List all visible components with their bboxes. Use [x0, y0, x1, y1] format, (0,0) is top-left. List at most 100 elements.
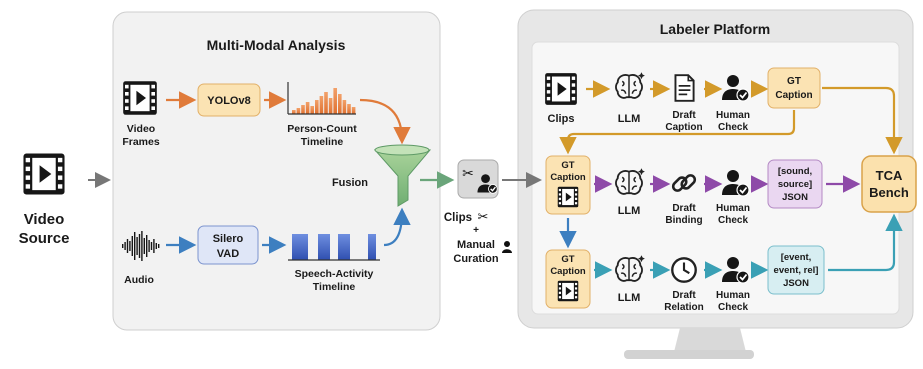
person-count-bar: [310, 106, 314, 114]
waveform-bar: [129, 241, 131, 251]
row3-out-line1: [event,: [781, 252, 812, 263]
video-frames-line1: Video: [127, 123, 155, 135]
analysis-title: Multi-Modal Analysis: [207, 37, 346, 53]
row1-human-line2: Check: [718, 122, 748, 133]
waveform-bar: [143, 238, 145, 254]
waveform-bar: [131, 236, 133, 256]
row2-json-box: [767, 159, 823, 209]
person-count-bar: [351, 107, 356, 114]
row3-gt-caption-box: [545, 249, 591, 309]
arrow-row1-to-bench: [822, 86, 903, 155]
row1-draft-line2: Caption: [665, 122, 702, 133]
person-icon-head: [504, 241, 510, 247]
speech-activity-segment: [368, 234, 376, 260]
person-count-bar: [296, 108, 301, 114]
waveform-bar: [146, 235, 148, 257]
person-count-bar: [301, 105, 305, 114]
arrow-count-to-fusion: [359, 98, 411, 145]
person-count-bar: [347, 104, 351, 114]
row2-human-line2: Check: [718, 215, 748, 226]
person-count-bar: [305, 102, 310, 114]
row2-gt-caption-box: [545, 155, 591, 215]
funnel-top: [374, 144, 430, 156]
video-frames-line2: Frames: [122, 136, 160, 148]
speech-activity-timeline-chart: [292, 234, 376, 260]
video-source-film-icon: [23, 153, 65, 195]
arrow-row1-to-row2: [559, 110, 796, 155]
row1-clips-label: Clips: [548, 113, 575, 125]
person-icon-body: [502, 249, 512, 253]
waveform-bar: [122, 244, 124, 248]
arrow-row3-to-bench: [828, 213, 903, 272]
person-count-bar: [292, 110, 296, 114]
waveform-bar: [136, 237, 138, 255]
row1-gt-caption-box: [767, 67, 821, 109]
vad-box: [197, 225, 259, 265]
speech-activity-segment: [338, 234, 350, 260]
row3-json-box: [767, 245, 825, 295]
row3-gt-line1: GT: [561, 254, 574, 265]
row1-human-line1: Human: [716, 110, 750, 121]
audio-label: Audio: [124, 274, 154, 286]
row1-draft-line1: Draft: [672, 110, 696, 121]
row2-draft-line2: Binding: [665, 215, 702, 226]
person-count-bar: [324, 92, 328, 114]
row3-draft-line1: Draft: [672, 290, 696, 301]
row3-clock-icon: [671, 257, 697, 283]
row2-out-line3: JSON: [782, 192, 808, 203]
tca-bench-box: [861, 155, 917, 213]
row2-human-line1: Human: [716, 203, 750, 214]
monitor-stand: [674, 328, 746, 352]
speech-line1: Speech-Activity: [295, 268, 374, 280]
waveform-bar: [126, 239, 129, 253]
person-count-line1: Person-Count: [287, 123, 357, 135]
waveform-bar: [155, 243, 157, 249]
vad-line2: VAD: [217, 248, 239, 260]
funnel-icon: [373, 149, 432, 207]
row1-gt-line2: Caption: [775, 90, 812, 101]
video-source-line1: Video: [24, 211, 65, 228]
row3-out-line2: event, rel]: [774, 265, 819, 276]
row2-draft-line1: Draft: [672, 203, 696, 214]
person-count-bar: [319, 96, 324, 114]
person-count-line2: Timeline: [301, 136, 344, 148]
scissors-icon: ✂: [462, 166, 474, 182]
video-frames-film-icon: [123, 81, 157, 115]
row2-out-line1: [sound,: [778, 166, 812, 177]
curation-plus: +: [473, 225, 479, 236]
speech-activity-segment: [292, 234, 308, 260]
speech-line2: Timeline: [313, 281, 356, 293]
row1-document-icon: [674, 74, 695, 102]
row2-gt-line2: Caption: [550, 172, 586, 183]
speech-activity-segment: [318, 234, 330, 260]
row2-gt-line1: GT: [561, 160, 574, 171]
person-count-bar: [315, 100, 319, 114]
row3-out-line3: JSON: [783, 278, 809, 289]
waveform-bar: [124, 242, 126, 250]
platform-title: Labeler Platform: [660, 21, 770, 37]
waveform-bar: [134, 232, 136, 260]
arrow-speech-to-fusion: [383, 207, 411, 247]
person-count-timeline-chart: [292, 88, 356, 114]
monitor-base: [624, 350, 754, 359]
waveform-bar: [150, 242, 153, 250]
person-count-bar: [328, 98, 333, 114]
yolo-box: [197, 83, 261, 117]
row3-film-icon: [557, 280, 579, 302]
scissors-small-icon: ✂: [478, 210, 489, 225]
row3-human-line1: Human: [716, 290, 750, 301]
row1-clips-film-icon: [545, 73, 577, 105]
vad-line1: Silero: [213, 233, 244, 245]
row3-gt-line2: Caption: [550, 266, 586, 277]
waveform-bar: [138, 234, 141, 258]
row3-draft-line2: Relation: [664, 302, 703, 313]
video-source-line2: Source: [19, 230, 70, 247]
waveform-icon: [122, 231, 160, 261]
waveform-bar: [148, 240, 150, 252]
waveform-bar: [141, 231, 143, 261]
waveform-bar: [158, 244, 160, 248]
curation-manual: Manual: [457, 239, 495, 251]
bench-line2: Bench: [869, 185, 909, 200]
